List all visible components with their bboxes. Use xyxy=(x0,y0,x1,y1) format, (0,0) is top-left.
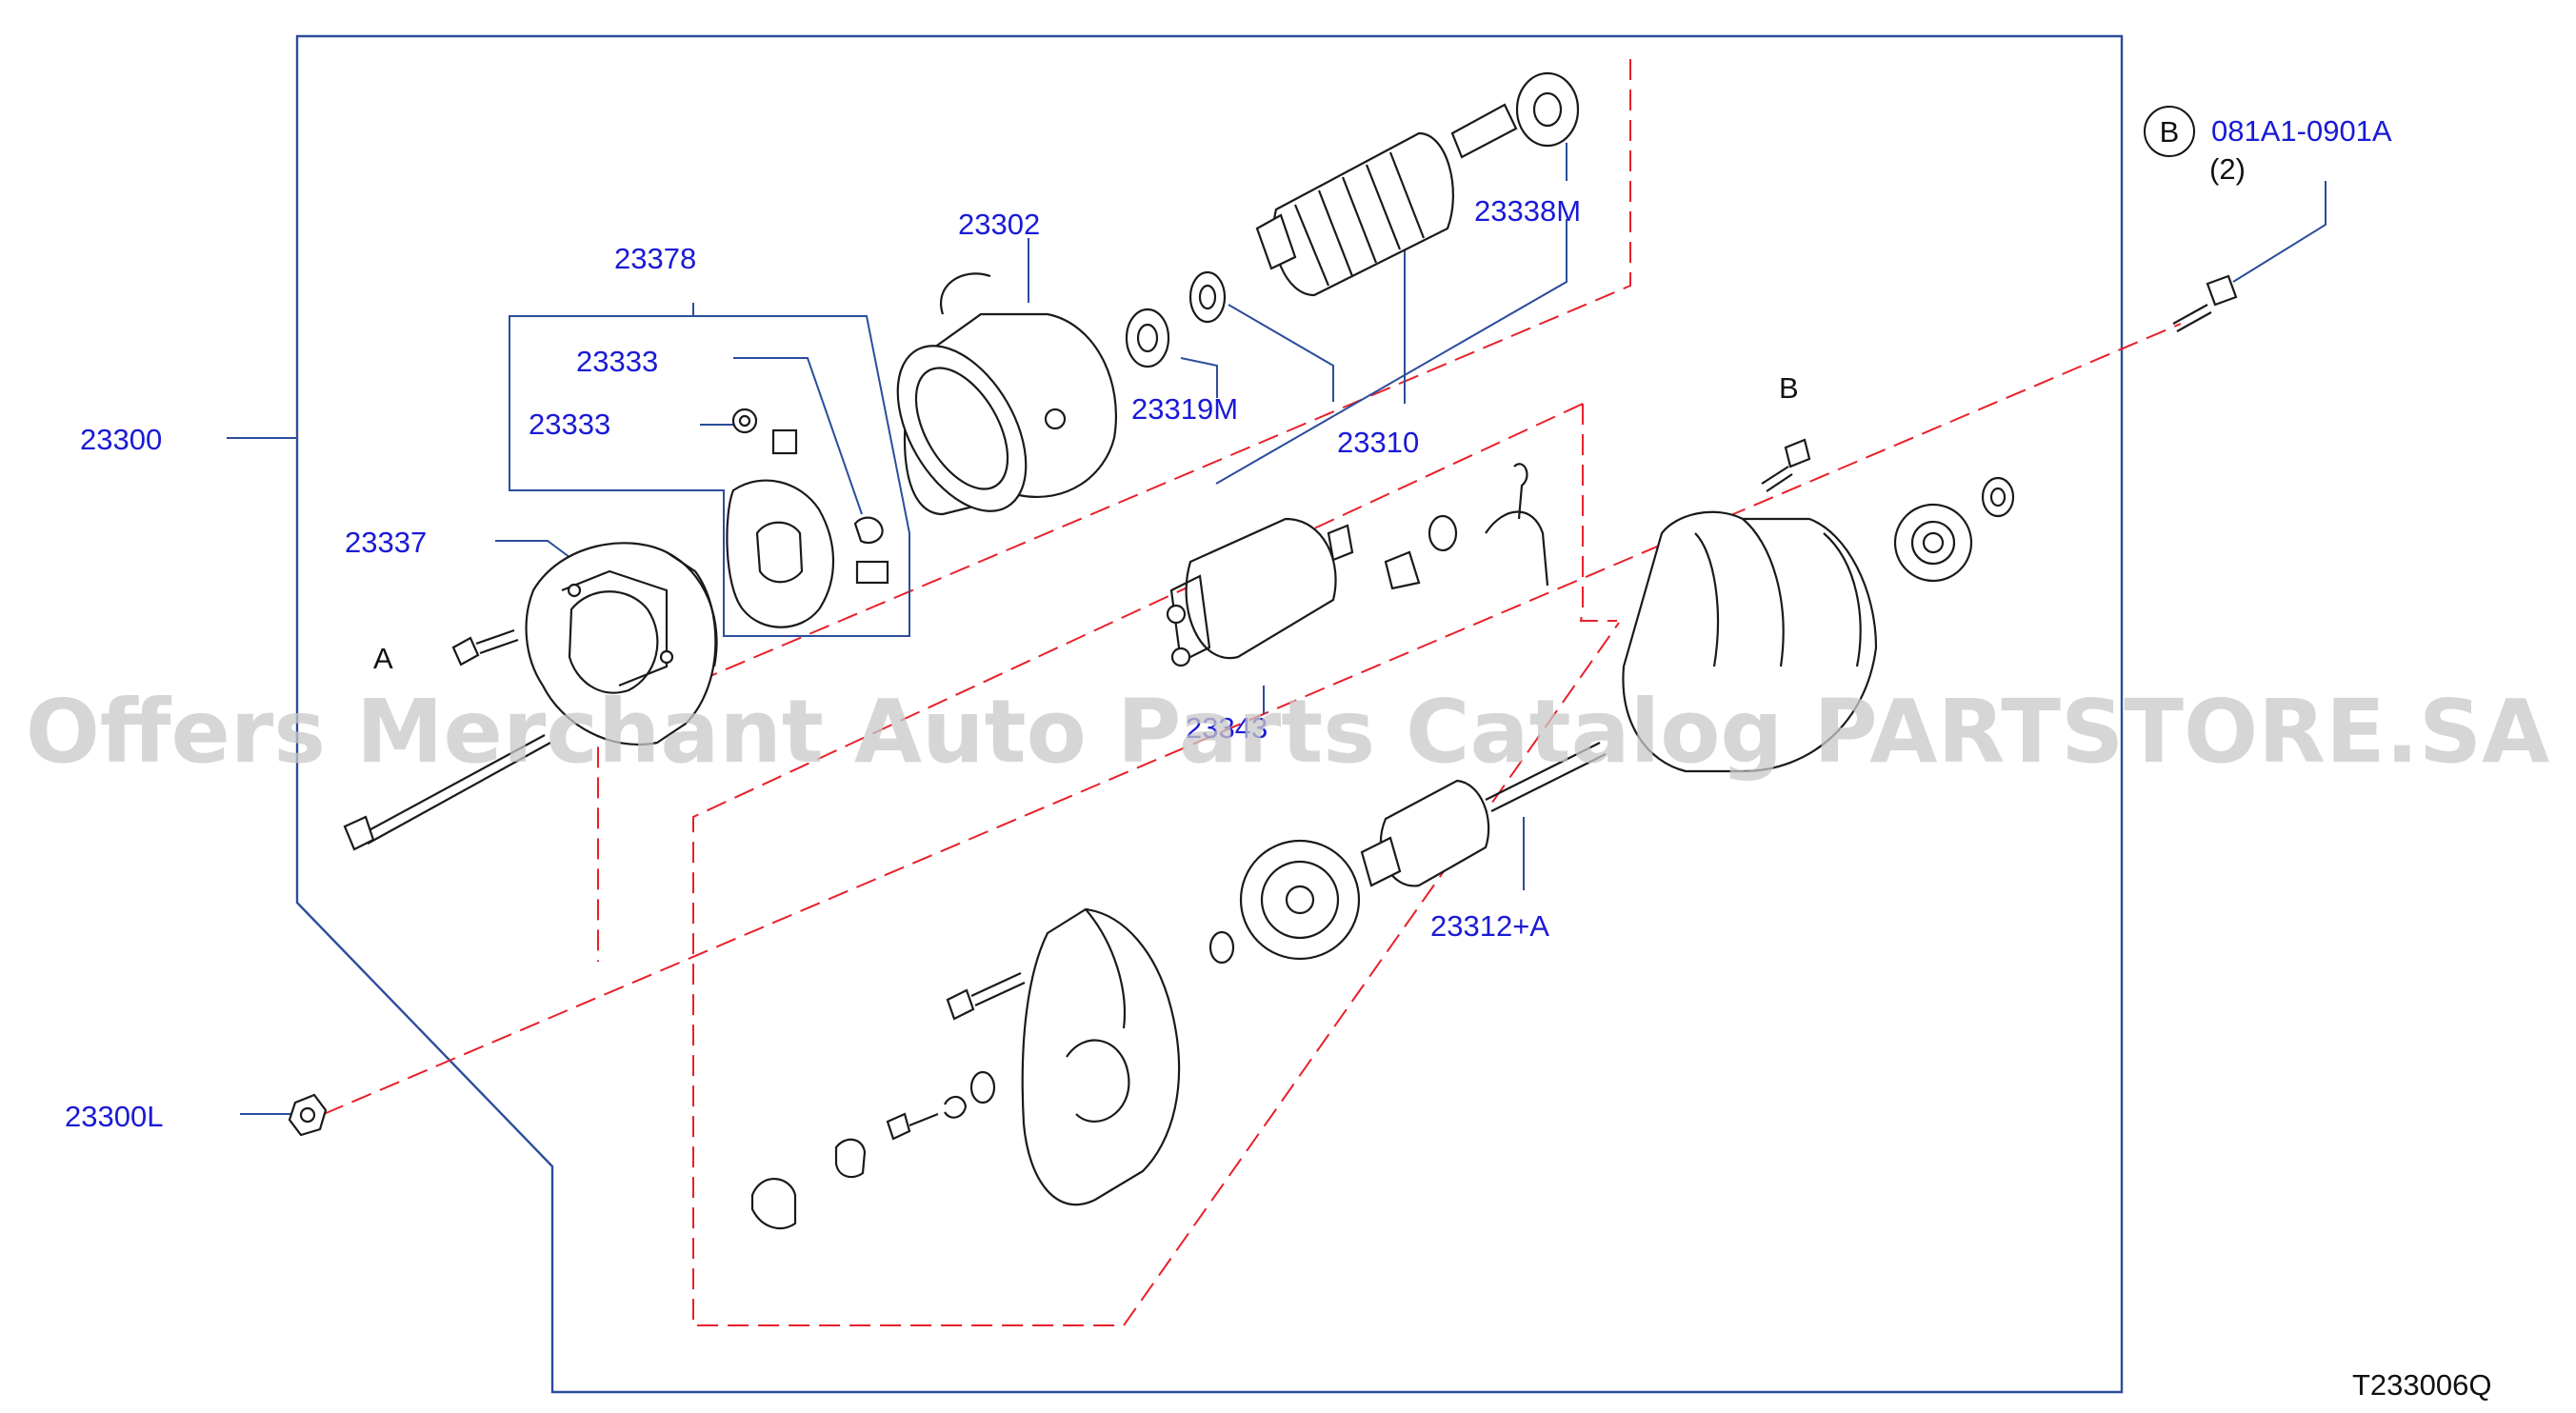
label-23378: 23378 xyxy=(614,242,696,275)
label-23319m: 23319M xyxy=(1131,392,1238,426)
drive-washer xyxy=(1208,930,1235,965)
leader-lines xyxy=(227,143,2326,1115)
watermark: Offers Merchant Auto Parts Catalog PARTS… xyxy=(26,681,2550,783)
brush-holder-plate xyxy=(726,479,889,628)
ref-marker-b: B xyxy=(1779,371,1799,405)
bolt-qty: (2) xyxy=(2209,152,2246,186)
nut-23300l xyxy=(288,1093,328,1137)
small-parts xyxy=(750,1070,996,1230)
bolt-ref-circle: B xyxy=(2144,106,2195,157)
washers-23319m xyxy=(1125,270,1227,368)
ref-marker-a: A xyxy=(373,642,393,675)
label-23312a: 23312+A xyxy=(1430,909,1549,943)
shift-lever xyxy=(1384,463,1549,590)
bearing-23338m xyxy=(1515,71,1580,148)
label-23337: 23337 xyxy=(345,526,427,559)
screw-b xyxy=(1761,438,1811,492)
armature xyxy=(1255,103,1518,297)
assembly-frame xyxy=(295,34,2124,1394)
front-housing xyxy=(1021,907,1181,1206)
bolt-081a1 xyxy=(2172,274,2238,332)
overrunning-clutch xyxy=(1360,742,1607,887)
label-23302: 23302 xyxy=(958,208,1040,241)
label-23338m: 23338M xyxy=(1474,194,1581,228)
drive-subassembly-outline xyxy=(692,403,1620,1326)
through-bolt xyxy=(343,734,551,851)
yoke xyxy=(896,272,1117,516)
label-23333-bottom: 23333 xyxy=(529,408,610,441)
front-housing-bolt xyxy=(946,972,1026,1021)
pinion-gear xyxy=(1893,476,2015,583)
label-23300l: 23300L xyxy=(65,1100,163,1133)
label-23300: 23300 xyxy=(80,423,162,456)
bolt-ref-letter: B xyxy=(2160,115,2180,149)
label-23310: 23310 xyxy=(1337,426,1419,459)
diagram-code: T233006Q xyxy=(2352,1368,2492,1402)
center-housing xyxy=(1622,510,1878,773)
through-axis-bolt-line xyxy=(323,323,2182,1115)
reduction-gear xyxy=(1239,839,1361,961)
label-23333-top: 23333 xyxy=(576,345,658,378)
screw-a xyxy=(451,628,519,667)
label-081a1-0901a: 081A1-0901A xyxy=(2211,114,2392,148)
rear-cover xyxy=(525,542,718,746)
solenoid xyxy=(1166,517,1354,667)
brush-springs xyxy=(731,408,798,455)
armature-subassembly-outline xyxy=(597,59,1631,962)
label-23343: 23343 xyxy=(1186,711,1268,745)
